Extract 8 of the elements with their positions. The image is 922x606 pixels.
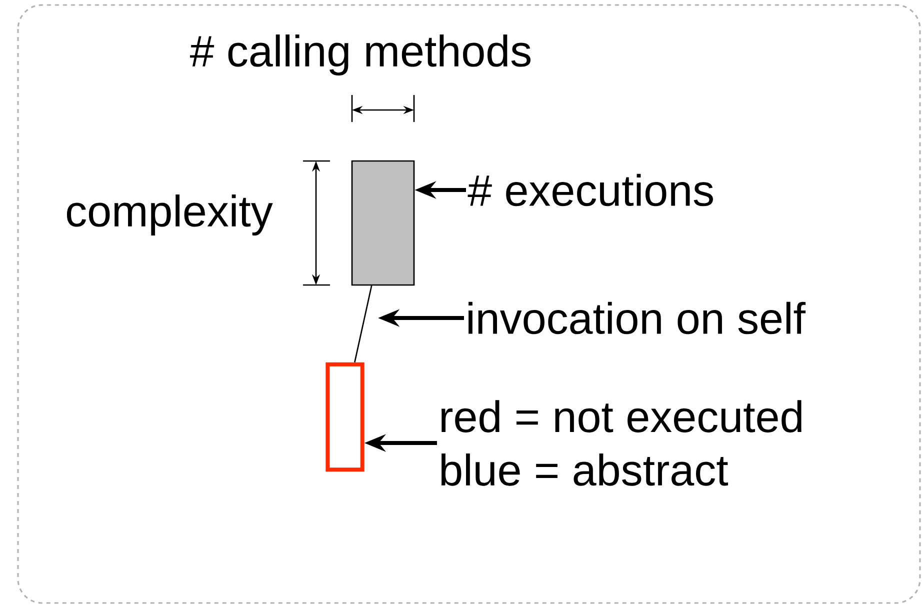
dimension-label: complexity bbox=[66, 194, 273, 236]
label-text: invocation on self bbox=[468, 302, 806, 334]
label-text: # executions bbox=[468, 174, 713, 206]
label-text: red = not executed blue = abstract bbox=[441, 400, 802, 486]
connector-line bbox=[354, 286, 372, 362]
dimension-label: # calling methods bbox=[190, 34, 531, 76]
bar-box bbox=[326, 362, 364, 472]
bar-box bbox=[351, 160, 415, 286]
